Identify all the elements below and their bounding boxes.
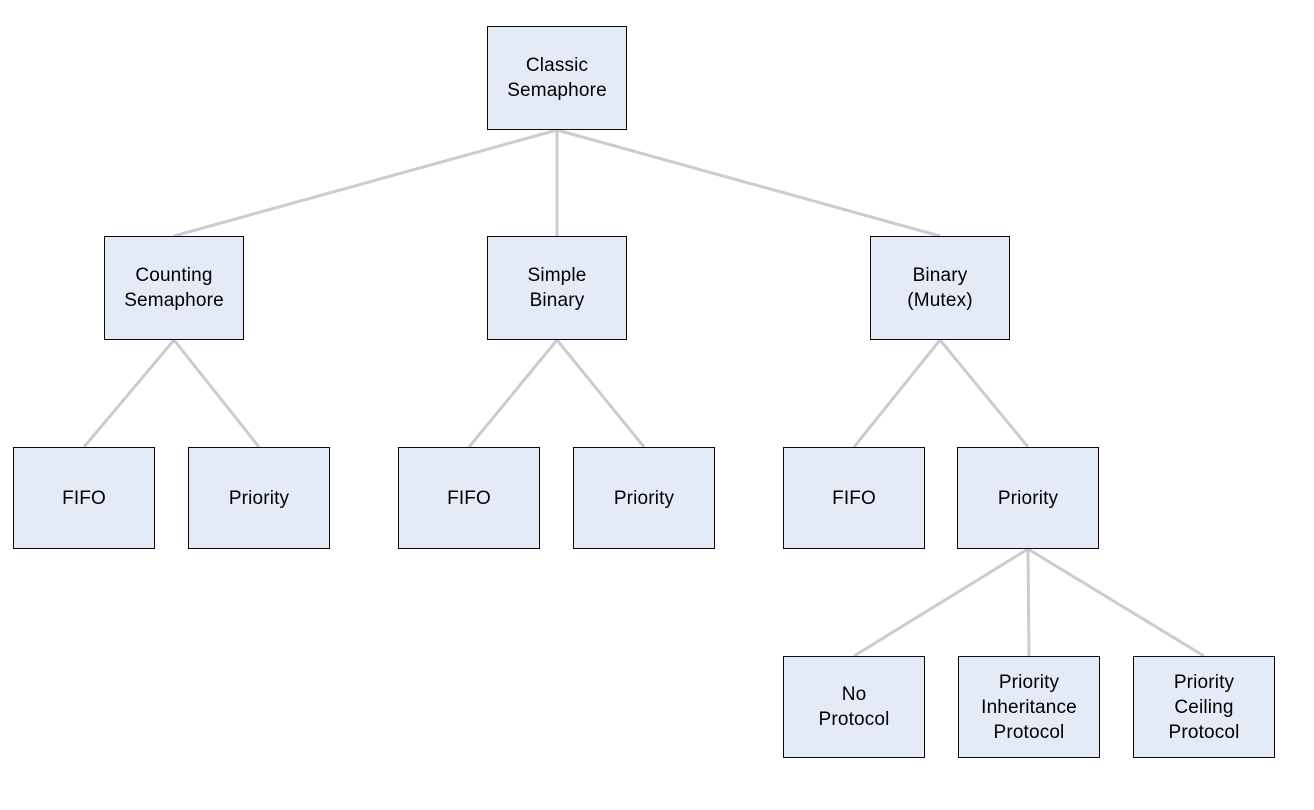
node-priority-ceiling-protocol[interactable]: Priority Ceiling Protocol [1133, 656, 1275, 758]
node-binary-mutex[interactable]: Binary (Mutex) [870, 236, 1010, 340]
node-mutex-priority[interactable]: Priority [957, 447, 1099, 549]
node-simple-binary-fifo[interactable]: FIFO [398, 447, 540, 549]
edge-classic-semaphore-to-counting-semaphore [173, 128, 558, 238]
node-priority-inheritance-protocol[interactable]: Priority Inheritance Protocol [958, 656, 1100, 758]
edge-binary-mutex-to-mutex-priority [938, 339, 1030, 448]
node-classic-semaphore[interactable]: Classic Semaphore [487, 26, 627, 130]
node-counting-priority[interactable]: Priority [188, 447, 330, 549]
node-simple-binary[interactable]: Simple Binary [487, 236, 627, 340]
edge-binary-mutex-to-mutex-fifo [852, 339, 942, 448]
edge-counting-semaphore-to-counting-fifo [82, 339, 176, 448]
node-no-protocol[interactable]: No Protocol [783, 656, 925, 758]
node-counting-semaphore[interactable]: Counting Semaphore [104, 236, 244, 340]
edge-mutex-priority-to-priority-ceiling-protocol [1027, 547, 1205, 658]
node-label-priority-ceiling-protocol: Priority Ceiling Protocol [1168, 671, 1240, 743]
node-label-simple-binary-fifo: FIFO [447, 487, 491, 509]
edge-classic-semaphore-to-binary-mutex [556, 128, 941, 238]
node-label-mutex-fifo: FIFO [832, 487, 876, 509]
node-label-counting-fifo: FIFO [62, 487, 106, 509]
node-label-counting-semaphore: Counting Semaphore [124, 265, 224, 311]
node-label-simple-binary: Simple Binary [527, 265, 587, 311]
node-label-counting-priority: Priority [228, 487, 290, 509]
node-label-mutex-priority: Priority [997, 487, 1059, 509]
edge-simple-binary-to-simple-binary-fifo [467, 339, 559, 448]
node-label-classic-semaphore: Classic Semaphore [507, 55, 607, 101]
edge-mutex-priority-to-priority-inheritance-protocol [1026, 548, 1031, 657]
edge-counting-semaphore-to-counting-priority [172, 339, 261, 448]
node-mutex-fifo[interactable]: FIFO [783, 447, 925, 549]
node-counting-fifo[interactable]: FIFO [13, 447, 155, 549]
node-label-simple-binary-priority: Priority [613, 487, 675, 509]
node-label-no-protocol: No Protocol [818, 684, 890, 730]
edge-mutex-priority-to-no-protocol [853, 547, 1029, 658]
node-label-priority-inheritance-protocol: Priority Inheritance Protocol [981, 671, 1077, 743]
node-label-binary-mutex: Binary (Mutex) [907, 265, 973, 311]
edge-simple-binary-to-simple-binary-priority [555, 339, 646, 448]
node-simple-binary-priority[interactable]: Priority [573, 447, 715, 549]
